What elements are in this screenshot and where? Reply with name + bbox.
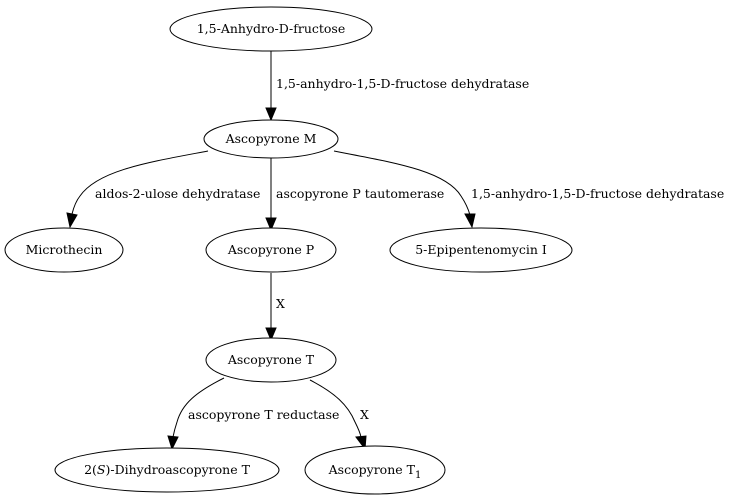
edge-label-ascopyrone-p-tautomerase: ascopyrone P tautomerase (276, 186, 444, 201)
label-italic-s: S (97, 462, 106, 477)
node-shape (54, 447, 280, 493)
node-label: Microthecin (26, 242, 103, 257)
edge-label-x-2: X (360, 407, 369, 422)
node-epipentenomycin: 5-Epipentenomycin I (389, 227, 573, 273)
edge-label-x-1: X (276, 296, 285, 311)
node-label: Ascopyrone T (227, 352, 315, 367)
edge-line (71, 150, 209, 215)
label-prefix: 2( (84, 462, 97, 477)
node-ascopyrone-t: Ascopyrone T (205, 337, 337, 383)
label-subscript: 1 (415, 470, 421, 481)
node-label: Ascopyrone T1 (328, 462, 422, 481)
edge-ascopyrone-m-to-microthecin: aldos-2-ulose dehydratase (66, 150, 260, 229)
node-anhydro-fructose: 1,5-Anhydro-D-fructose (169, 6, 373, 52)
node-dihydroascopyrone-t: 2(S)-Dihydroascopyrone T (54, 447, 280, 493)
node-label: Ascopyrone P (227, 242, 314, 257)
edge-label-anhydrofructose-dehydratase-2: 1,5-anhydro-1,5-D-fructose dehydratase (471, 186, 724, 201)
edge-ascopyrone-m-to-ascopyrone-p: ascopyrone P tautomerase (265, 157, 444, 232)
node-shape (205, 337, 337, 383)
node-shape (4, 227, 124, 273)
edge-ascopyrone-t-to-dihydroascopyrone-t: ascopyrone T reductase (167, 377, 339, 451)
node-label: 2(S)-Dihydroascopyrone T (84, 462, 251, 477)
node-shape (304, 445, 446, 495)
edge-ascopyrone-p-to-ascopyrone-t: X (265, 273, 285, 342)
arrowhead (265, 217, 277, 232)
node-label: 1,5-Anhydro-D-fructose (197, 21, 346, 36)
arrowhead (66, 212, 78, 229)
edge-label-ascopyrone-t-reductase: ascopyrone T reductase (188, 407, 339, 422)
label-main: Ascopyrone T (328, 462, 416, 477)
node-microthecin: Microthecin (4, 227, 124, 273)
label-suffix: )-Dihydroascopyrone T (105, 462, 250, 477)
edge-label-anhydrofructose-dehydratase-1: 1,5-anhydro-1,5-D-fructose dehydratase (276, 76, 529, 91)
node-shape (205, 227, 337, 273)
node-shape (389, 227, 573, 273)
arrowhead (265, 327, 277, 342)
arrowhead (355, 435, 367, 451)
node-shape (169, 6, 373, 52)
node-label: Ascopyrone M (225, 131, 317, 146)
node-ascopyrone-m: Ascopyrone M (203, 119, 339, 159)
edge-line (172, 377, 225, 438)
node-ascopyrone-p: Ascopyrone P (205, 227, 337, 273)
edge-label-aldos-2-ulose-dehydratase: aldos-2-ulose dehydratase (95, 186, 260, 201)
edge-ascopyrone-m-to-epipentenomycin: 1,5-anhydro-1,5-D-fructose dehydratase (333, 150, 724, 229)
arrowhead (265, 107, 277, 122)
edge-line (309, 379, 362, 438)
node-ascopyrone-t1: Ascopyrone T1 (304, 445, 446, 495)
edge-line (333, 150, 471, 216)
arrowhead (464, 213, 476, 229)
node-label: 5-Epipentenomycin I (415, 242, 547, 257)
edge-anhydrofructose-to-ascopyrone-m: 1,5-anhydro-1,5-D-fructose dehydratase (265, 51, 529, 122)
node-shape (203, 119, 339, 159)
edge-ascopyrone-t-to-ascopyrone-t1: X (309, 379, 369, 451)
arrowhead (167, 435, 179, 451)
